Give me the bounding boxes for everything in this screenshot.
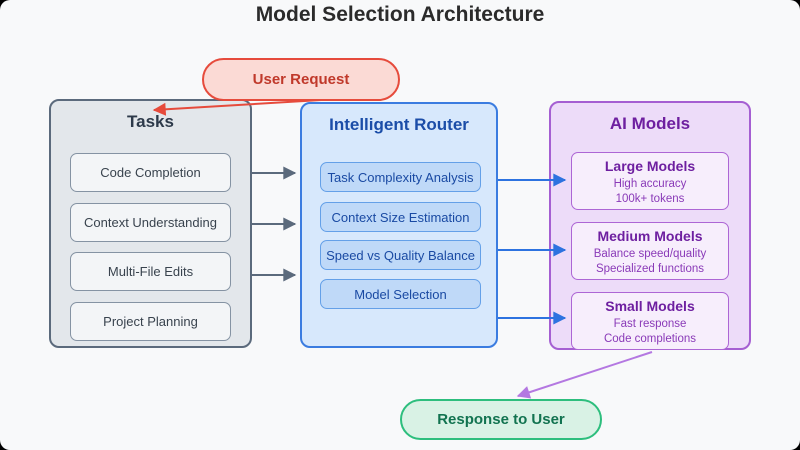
node-small-models-title: Small Models: [605, 298, 695, 315]
cluster-router-title: Intelligent Router: [329, 115, 469, 134]
node-response-to-user-label: Response to User: [437, 411, 565, 428]
node-response-to-user: Response to User: [400, 399, 602, 440]
cluster-tasks: Tasks Code Completion Context Understand…: [49, 99, 252, 348]
node-small-models-line-2: Code completions: [603, 332, 697, 345]
node-large-models-line-2: 100k+ tokens: [615, 192, 685, 205]
node-context-size-estimation: Context Size Estimation: [320, 202, 481, 232]
node-medium-models-line-2: Specialized functions: [595, 262, 705, 275]
node-model-selection: Model Selection: [320, 279, 481, 309]
node-user-request-label: User Request: [252, 71, 350, 88]
node-small-models: Small Models Fast response Code completi…: [571, 292, 729, 350]
node-speed-vs-quality-balance: Speed vs Quality Balance: [320, 240, 481, 270]
node-medium-models-title: Medium Models: [597, 228, 703, 245]
node-large-models-line-1: High accuracy: [613, 178, 687, 191]
arrow-models-to-response: [516, 351, 653, 399]
node-task-complexity-analysis: Task Complexity Analysis: [320, 162, 481, 192]
node-medium-models: Medium Models Balance speed/quality Spec…: [571, 222, 729, 280]
node-large-models-title: Large Models: [604, 158, 696, 175]
node-project-planning: Project Planning: [70, 302, 231, 341]
cluster-tasks-title: Tasks: [127, 112, 174, 131]
diagram-title: Model Selection Architecture: [255, 3, 545, 26]
node-user-request: User Request: [202, 58, 400, 101]
cluster-intelligent-router: Intelligent Router Task Complexity Analy…: [300, 102, 498, 348]
node-multi-file-edits: Multi-File Edits: [70, 252, 231, 291]
node-large-models: Large Models High accuracy 100k+ tokens: [571, 152, 729, 210]
node-medium-models-line-1: Balance speed/quality: [593, 248, 707, 261]
node-small-models-line-1: Fast response: [613, 318, 687, 331]
cluster-models-title: AI Models: [609, 114, 691, 133]
cluster-ai-models: AI Models Large Models High accuracy 100…: [549, 101, 751, 350]
node-code-completion: Code Completion: [70, 153, 231, 192]
node-context-understanding: Context Understanding: [70, 203, 231, 242]
